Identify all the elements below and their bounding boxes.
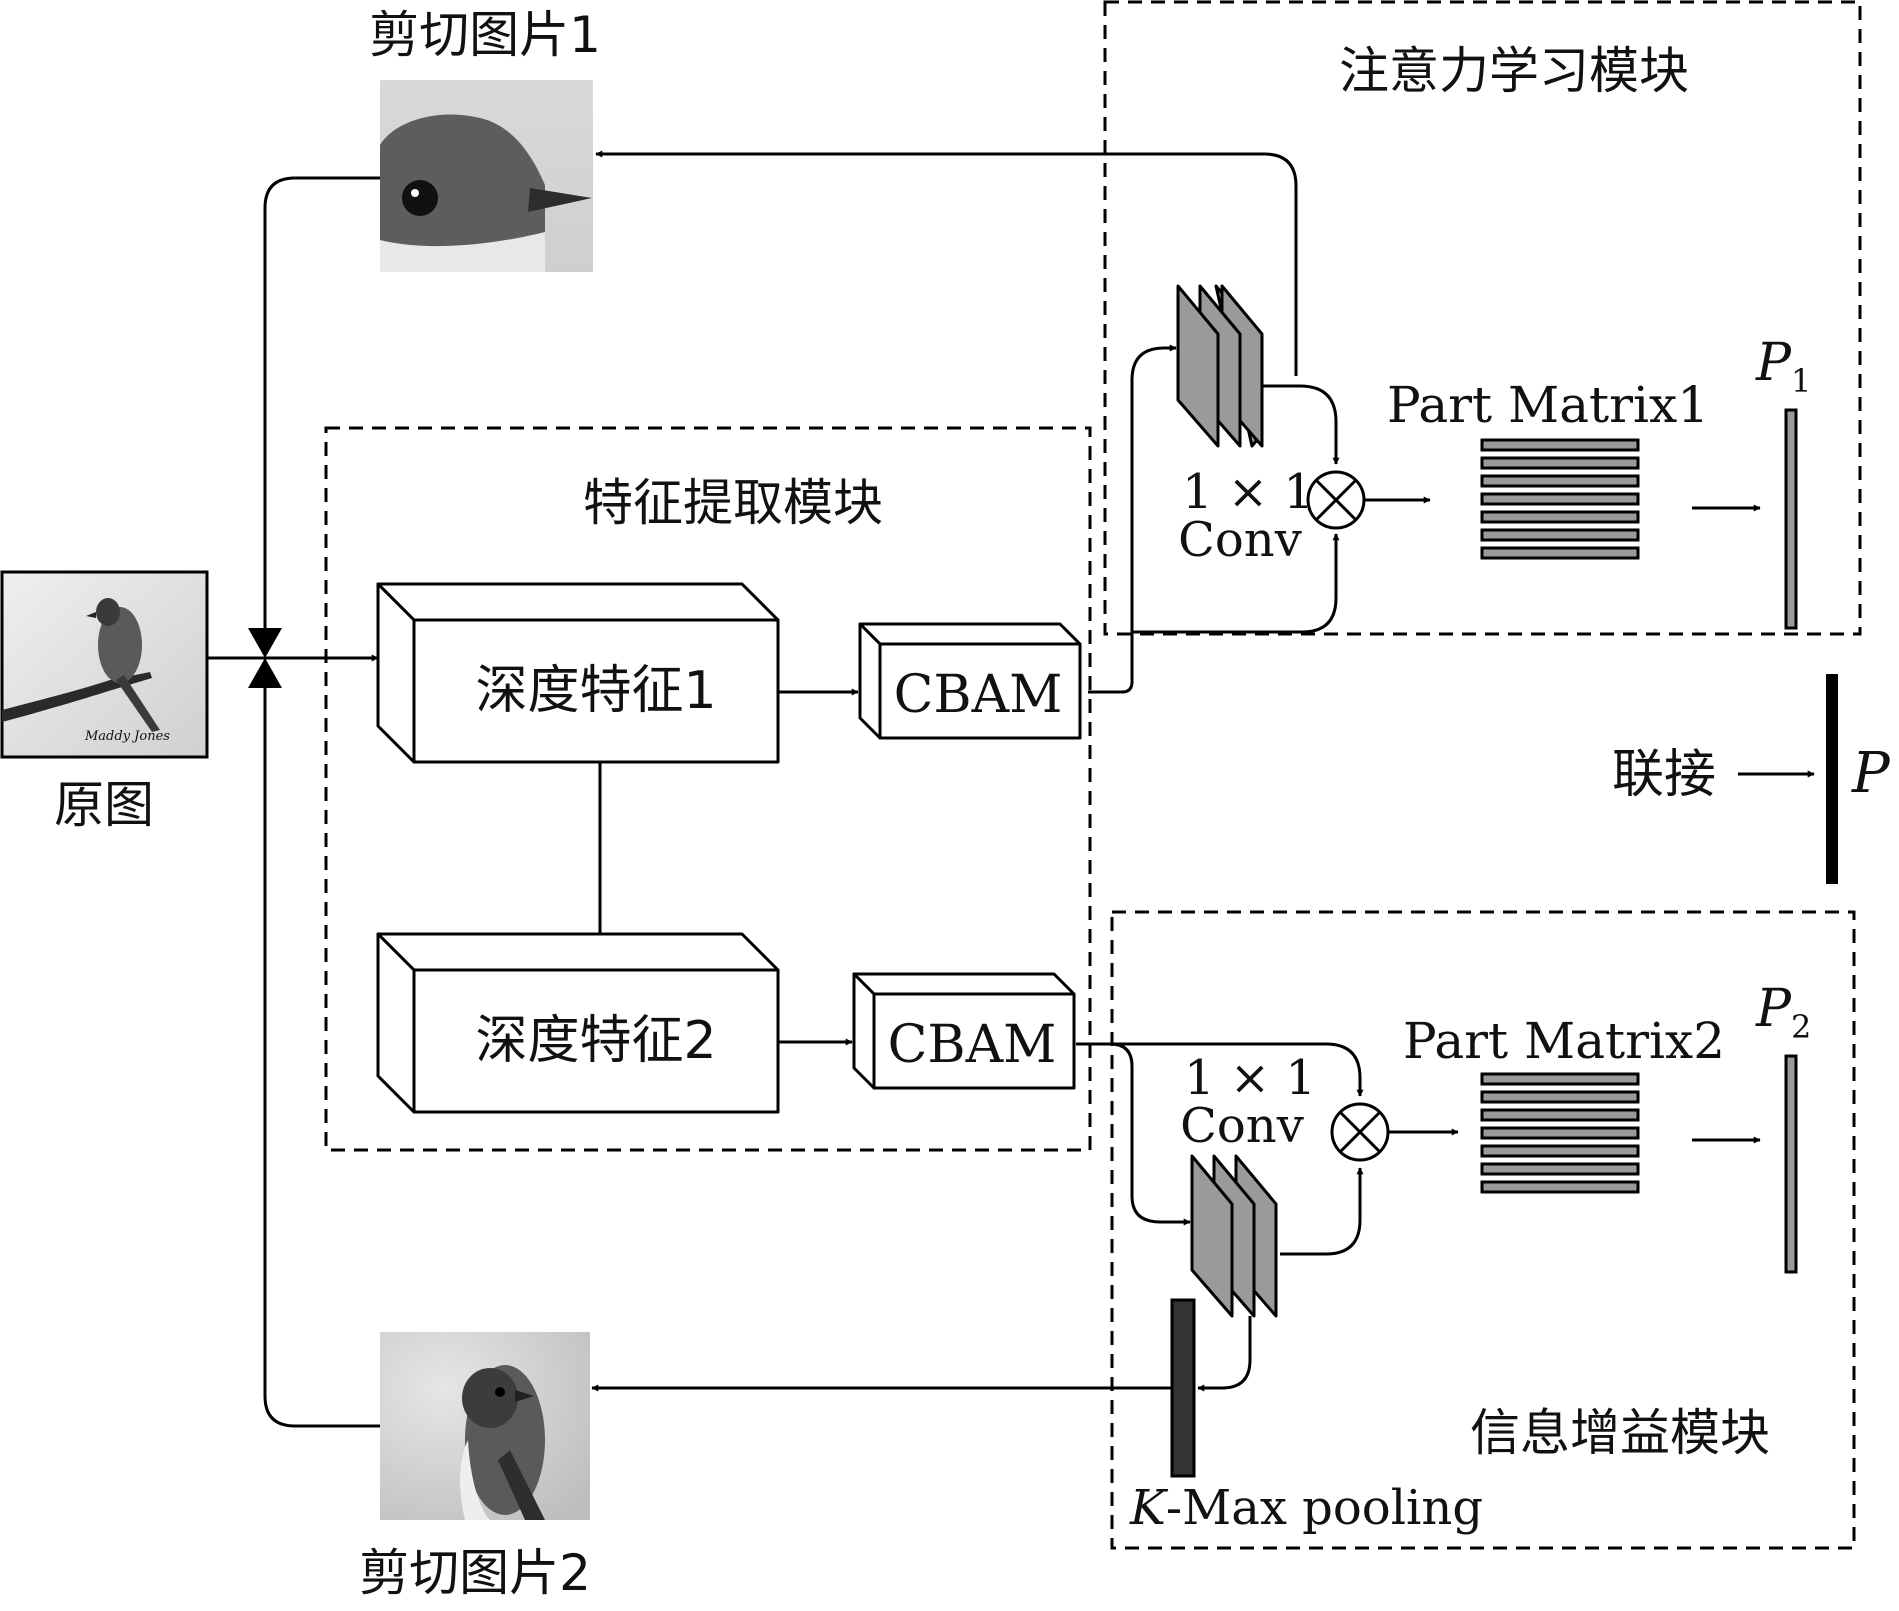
conv-1-label-size: 1 × 1: [1182, 464, 1314, 520]
crop-image-1: [380, 80, 593, 273]
multiply-node-1: [1306, 470, 1366, 530]
svg-text:Maddy Jones: Maddy Jones: [84, 729, 170, 744]
arrow-cbam2-to-conv2: [1109, 1042, 1191, 1226]
deep-feature-1-block: [376, 582, 780, 764]
deep-feature-2-label: 深度特征2: [475, 1011, 716, 1071]
attention-module-title: 注意力学习模块: [1339, 42, 1689, 100]
crop-image-2: [380, 1332, 590, 1520]
p-final-label: P: [1851, 741, 1891, 806]
part-matrix-1: [1480, 438, 1640, 560]
part-matrix-2: [1480, 1072, 1640, 1194]
cbam-1-block: [858, 622, 1082, 740]
loop-crop2-to-junction: [263, 688, 380, 1428]
conv-2-label-name: Conv: [1180, 1098, 1304, 1154]
arrow-conv1-to-crop1: [595, 150, 1298, 376]
arrow-conv2-to-kmax: [1197, 1316, 1252, 1392]
p2-label: P2: [1755, 979, 1811, 1046]
crop-2-label: 剪切图片2: [359, 1544, 591, 1602]
cbam-1-label: CBAM: [894, 665, 1063, 725]
conv-stack-1: [1176, 284, 1264, 448]
kmax-pooling-bar: [1170, 1298, 1196, 1478]
info-gain-module-box: [1110, 910, 1856, 1550]
loop-crop1-to-junction: [263, 176, 380, 628]
attention-module-box: [1103, 0, 1862, 636]
p2-vector: [1784, 1054, 1798, 1274]
feature-extraction-module-box: [324, 426, 1092, 1152]
conv-2-label-size: 1 × 1: [1184, 1050, 1316, 1106]
multiply-node-2: [1330, 1102, 1390, 1162]
arrow-cbam2-to-multiply2: [1076, 1042, 1364, 1097]
cbam-2-label: CBAM: [888, 1015, 1057, 1075]
original-label: 原图: [54, 776, 154, 834]
deep-feature-1-label: 深度特征1: [475, 661, 716, 721]
arrow-cbam1-to-conv1: [1088, 344, 1177, 694]
part-matrix-1-label: Part Matrix1: [1387, 376, 1709, 434]
feature-module-title: 特征提取模块: [583, 474, 883, 532]
cbam-2-block: [852, 972, 1076, 1090]
conv-1-label-name: Conv: [1178, 512, 1302, 568]
info-gain-module-title: 信息增益模块: [1470, 1404, 1770, 1462]
arrow-cbam1-to-multiply1: [1132, 533, 1340, 634]
conv-stack-2: [1190, 1154, 1278, 1318]
crop-1-label: 剪切图片1: [369, 6, 601, 64]
original-image: Maddy Jones: [0, 570, 209, 759]
deep-feature-2-block: [376, 932, 780, 1114]
part-matrix-2-label: Part Matrix2: [1403, 1012, 1725, 1070]
p-final-vector: [1826, 674, 1838, 884]
arrow-conv1-to-multiply1: [1260, 384, 1340, 465]
p1-vector: [1784, 408, 1798, 630]
concat-label: 联接: [1612, 745, 1716, 805]
p1-label: P1: [1755, 333, 1811, 400]
arrow-conv2-to-multiply2: [1280, 1167, 1364, 1256]
kmax-pooling-label: K-Max pooling: [1129, 1480, 1483, 1536]
